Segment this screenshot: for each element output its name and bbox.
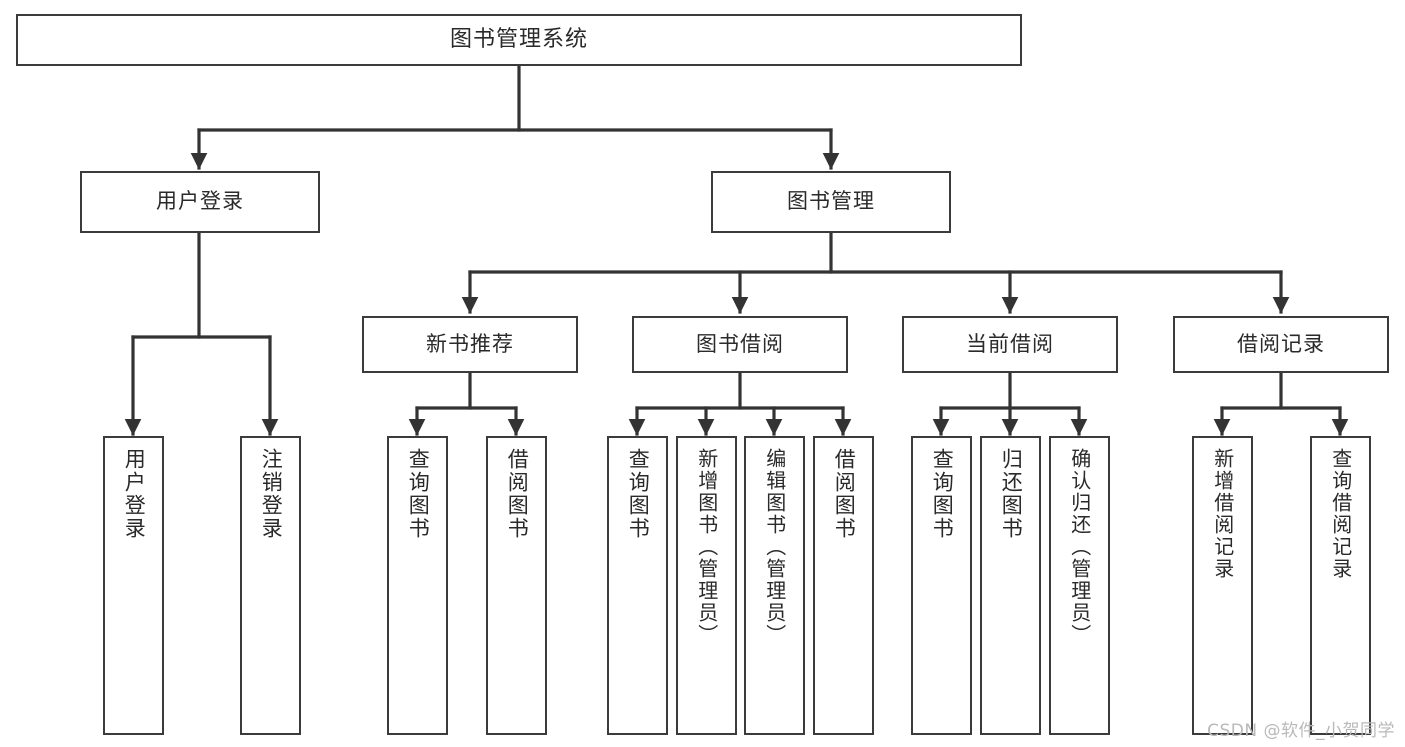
node-book-manage-label: 图书管理 xyxy=(787,189,875,214)
leaf-user-login-label: 用户登录 xyxy=(122,448,147,540)
leaf-query-book-2[interactable]: 查询图书 xyxy=(607,436,668,735)
node-new-book-recommend-label: 新书推荐 xyxy=(426,331,514,356)
leaf-confirm-return[interactable]: 确认归还（管理员） xyxy=(1049,436,1110,735)
node-user-login[interactable]: 用户登录 xyxy=(80,171,320,233)
node-borrow-record[interactable]: 借阅记录 xyxy=(1173,316,1389,373)
leaf-borrow-book-2-label: 借阅图书 xyxy=(832,448,857,540)
leaf-add-book[interactable]: 新增图书（管理员） xyxy=(676,436,737,735)
leaf-edit-book[interactable]: 编辑图书（管理员） xyxy=(744,436,805,735)
leaf-query-book-3-label: 查询图书 xyxy=(930,448,955,540)
node-borrow-record-label: 借阅记录 xyxy=(1237,331,1325,356)
node-current-borrow[interactable]: 当前借阅 xyxy=(902,316,1118,373)
node-user-login-label: 用户登录 xyxy=(156,189,244,214)
leaf-query-record[interactable]: 查询借阅记录 xyxy=(1310,436,1371,735)
leaf-add-record[interactable]: 新增借阅记录 xyxy=(1192,436,1253,735)
leaf-query-book-2-label: 查询图书 xyxy=(626,448,651,540)
leaf-query-book-1-label: 查询图书 xyxy=(406,448,431,540)
leaf-user-logout[interactable]: 注销登录 xyxy=(240,436,301,735)
leaf-add-record-label: 新增借阅记录 xyxy=(1210,448,1235,580)
leaf-return-book-label: 归还图书 xyxy=(999,448,1024,540)
leaf-borrow-book-1[interactable]: 借阅图书 xyxy=(486,436,547,735)
leaf-confirm-return-label: 确认归还（管理员） xyxy=(1067,448,1092,646)
leaf-query-book-1[interactable]: 查询图书 xyxy=(387,436,448,735)
node-root-label: 图书管理系统 xyxy=(449,26,588,52)
leaf-borrow-book-2[interactable]: 借阅图书 xyxy=(813,436,874,735)
node-root[interactable]: 图书管理系统 xyxy=(16,14,1022,66)
leaf-add-book-label: 新增图书（管理员） xyxy=(694,448,719,646)
node-current-borrow-label: 当前借阅 xyxy=(966,331,1054,356)
csdn-watermark: CSDN @软件_小贺同学 xyxy=(1207,721,1395,741)
leaf-query-book-3[interactable]: 查询图书 xyxy=(911,436,972,735)
leaf-edit-book-label: 编辑图书（管理员） xyxy=(762,448,787,646)
leaf-query-record-label: 查询借阅记录 xyxy=(1328,448,1353,580)
leaf-user-login[interactable]: 用户登录 xyxy=(103,436,164,735)
node-book-borrow[interactable]: 图书借阅 xyxy=(632,316,848,373)
node-new-book-recommend[interactable]: 新书推荐 xyxy=(362,316,578,373)
node-book-manage[interactable]: 图书管理 xyxy=(711,171,951,233)
leaf-user-logout-label: 注销登录 xyxy=(259,448,284,540)
leaf-return-book[interactable]: 归还图书 xyxy=(980,436,1041,735)
node-book-borrow-label: 图书借阅 xyxy=(696,331,784,356)
leaf-borrow-book-1-label: 借阅图书 xyxy=(505,448,530,540)
